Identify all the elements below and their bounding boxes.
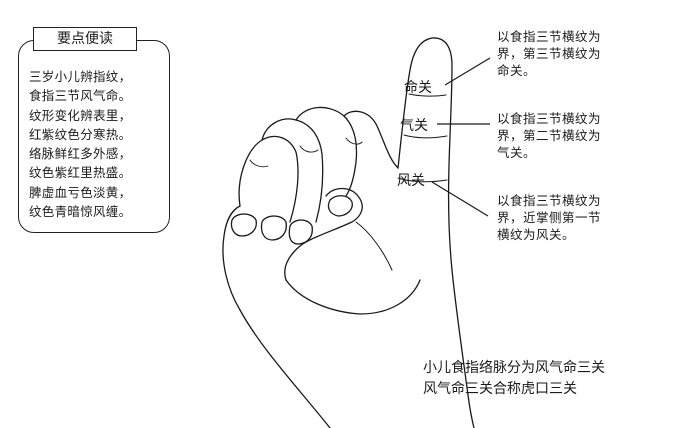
label-ming-guan: 命关 xyxy=(404,80,432,96)
crease-feng xyxy=(397,177,448,183)
note-line: 界，第二节横纹为 xyxy=(497,128,602,143)
key-point-line: 红紫纹色分寒热。 xyxy=(29,126,132,142)
note-ming: 以食指三节横纹为 界，第三节横纹为 命关。 xyxy=(497,28,647,79)
crease-ming xyxy=(408,93,447,97)
thumb-nail xyxy=(327,195,353,217)
note-line: 界，近掌侧第一节 xyxy=(497,210,602,225)
key-point-line: 脾虚血亏色淡黄， xyxy=(29,184,132,200)
finger-4-top xyxy=(343,110,399,169)
finger-2 xyxy=(261,118,324,223)
key-point-line: 纹色青暗惊风缠。 xyxy=(29,204,132,220)
nail-3 xyxy=(288,219,313,245)
palm-fold-2 xyxy=(355,221,393,271)
note-line: 以食指三节横纹为 xyxy=(497,111,602,126)
knuckle-lines xyxy=(249,137,363,168)
key-points-title: 要点便读 xyxy=(33,27,137,51)
finger-1 xyxy=(238,135,299,223)
key-point-line: 纹色紫红里热盛。 xyxy=(29,165,132,181)
key-point-line: 络脉鲜红多外感， xyxy=(29,146,132,162)
palm-fold xyxy=(285,279,421,315)
caption-line-2: 风气命三关合称虎口三关 xyxy=(423,381,577,397)
index-finger-outline xyxy=(397,37,453,271)
key-points-list: 三岁小儿辨指纹， 食指三节风气命。 纹形变化辨表里， 红紫纹色分寒热。 络脉鲜红… xyxy=(29,67,169,221)
note-line: 命关。 xyxy=(497,63,537,78)
wrist-left xyxy=(239,309,331,428)
nail-1 xyxy=(230,213,257,237)
note-line: 界，第三节横纹为 xyxy=(497,46,602,61)
crease-qi xyxy=(403,134,448,139)
note-qi: 以食指三节横纹为 界，第二节横纹为 气关。 xyxy=(497,110,647,161)
note-line: 以食指三节横纹为 xyxy=(497,29,602,44)
label-qi-guan: 气关 xyxy=(400,118,428,134)
finger-3 xyxy=(295,106,358,197)
hand-outline-left xyxy=(222,205,241,311)
thumb xyxy=(284,187,363,281)
pointer-feng xyxy=(431,181,489,217)
key-point-line: 食指三节风气命。 xyxy=(29,88,132,104)
note-line: 横纹为风关。 xyxy=(497,227,576,242)
pointer-ming xyxy=(444,57,491,86)
label-feng-guan: 风关 xyxy=(397,173,425,189)
caption-line-1: 小儿食指络脉分为风气命三关 xyxy=(423,360,605,376)
note-line: 气关。 xyxy=(497,145,537,160)
key-point-line: 三岁小儿辨指纹， xyxy=(29,69,132,84)
note-feng: 以食指三节横纹为 界，近掌侧第一节 横纹为风关。 xyxy=(497,192,647,243)
note-line: 以食指三节横纹为 xyxy=(497,193,602,208)
key-point-line: 纹形变化辨表里， xyxy=(29,107,132,123)
nail-2 xyxy=(260,215,287,241)
hand-outline-right xyxy=(451,269,475,428)
